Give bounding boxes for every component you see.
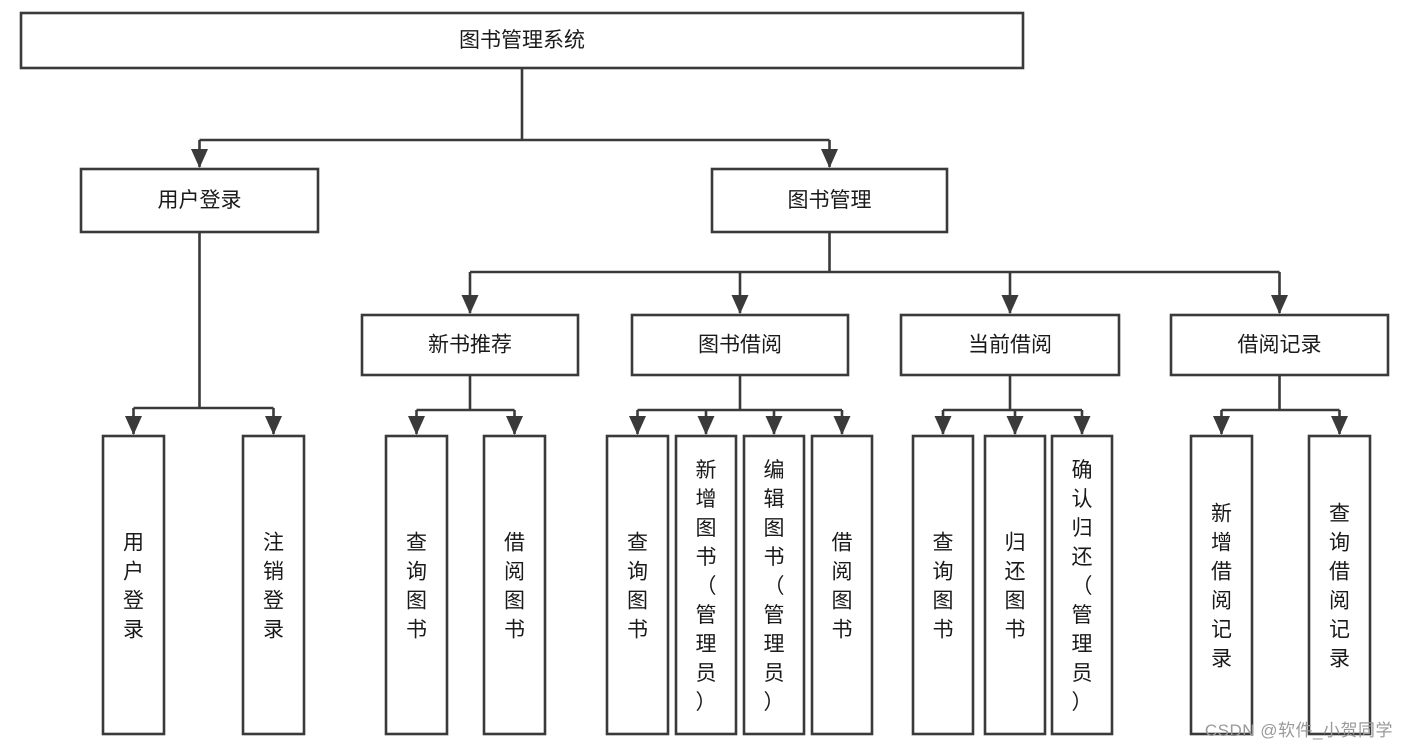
node-label-leaf-borrow-edit: 编辑图书（管理员） <box>764 459 785 714</box>
arrow-to-current-borrow <box>1001 295 1019 314</box>
arrow-to-borrow-record <box>1271 295 1288 314</box>
arrow-to-leaf-rec-query2 <box>1331 416 1348 435</box>
node-new-book-rec[interactable]: 新书推荐 <box>360 313 580 377</box>
arrow-to-leaf-cur-query <box>934 416 952 435</box>
node-leaf-borrow-edit[interactable]: 编辑图书（管理员） <box>742 434 806 736</box>
node-box-leaf-borrow-add <box>674 434 738 736</box>
node-leaf-cur-return[interactable]: 归还图书 <box>983 434 1047 736</box>
node-label-leaf-borrow-lend: 借阅图书 <box>832 532 853 642</box>
node-label-leaf-user-logout: 注销登录 <box>263 532 284 642</box>
node-box-leaf-borrow-query <box>605 434 670 736</box>
node-label-book-manage: 图书管理 <box>788 189 872 212</box>
node-label-leaf-rec-query2: 查询借阅记录 <box>1329 503 1350 671</box>
node-leaf-cur-confirm[interactable]: 确认归还（管理员） <box>1050 434 1114 736</box>
arrow-to-leaf-borrow-lend <box>833 416 851 435</box>
node-box-leaf-borrow-lend <box>810 434 874 736</box>
node-layer: 图书管理系统用户登录图书管理新书推荐图书借阅当前借阅借阅记录用户登录注销登录查询… <box>19 11 1390 736</box>
node-box-leaf-cur-return <box>983 434 1047 736</box>
arrow-to-new-book-rec <box>461 295 479 314</box>
arrow-to-leaf-rec-query <box>408 416 425 435</box>
node-box-user-login <box>79 167 320 234</box>
node-label-leaf-cur-confirm: 确认归还（管理员） <box>1072 459 1093 714</box>
node-box-borrow-record <box>1169 313 1390 377</box>
arrow-to-book-manage <box>821 149 838 168</box>
node-leaf-rec-add[interactable]: 新增借阅记录 <box>1189 434 1254 736</box>
watermark-label: CSDN @软件_小贺同学 <box>1204 721 1393 740</box>
arrow-to-leaf-cur-confirm <box>1073 416 1091 435</box>
connector-layer <box>125 68 1348 435</box>
node-box-book-manage <box>710 167 949 234</box>
node-label-user-login: 用户登录 <box>158 189 242 212</box>
node-leaf-user-login[interactable]: 用户登录 <box>101 434 166 736</box>
arrow-to-user-login <box>191 149 208 168</box>
node-label-leaf-borrow-query: 查询图书 <box>627 532 648 642</box>
node-leaf-borrow-query[interactable]: 查询图书 <box>605 434 670 736</box>
node-box-leaf-cur-confirm <box>1050 434 1114 736</box>
arrow-to-leaf-rec-add <box>1213 416 1230 435</box>
node-label-borrow-record: 借阅记录 <box>1238 334 1322 357</box>
node-label-leaf-user-login: 用户登录 <box>123 532 144 642</box>
node-label-leaf-borrow-add: 新增图书（管理员） <box>696 459 717 714</box>
node-label-leaf-cur-query: 查询图书 <box>933 532 954 642</box>
arrow-to-leaf-borrow-add <box>697 416 715 435</box>
arrow-to-leaf-user-login <box>125 416 142 435</box>
node-box-leaf-rec-borrow <box>482 434 547 736</box>
node-leaf-borrow-add[interactable]: 新增图书（管理员） <box>674 434 738 736</box>
arrow-to-book-borrow <box>731 295 749 314</box>
arrow-to-leaf-borrow-query <box>629 416 646 435</box>
node-box-leaf-user-login <box>101 434 166 736</box>
node-label-current-borrow: 当前借阅 <box>968 334 1052 357</box>
node-book-borrow[interactable]: 图书借阅 <box>630 313 850 377</box>
arrow-to-leaf-borrow-edit <box>765 416 783 435</box>
node-label-book-borrow: 图书借阅 <box>698 334 782 357</box>
node-leaf-rec-query2[interactable]: 查询借阅记录 <box>1307 434 1372 736</box>
node-box-root <box>19 11 1025 70</box>
node-leaf-borrow-lend[interactable]: 借阅图书 <box>810 434 874 736</box>
node-label-leaf-rec-borrow: 借阅图书 <box>504 532 525 642</box>
node-box-leaf-borrow-edit <box>742 434 806 736</box>
arrow-to-leaf-user-logout <box>265 416 282 435</box>
node-box-leaf-rec-query <box>384 434 449 736</box>
node-box-leaf-cur-query <box>911 434 975 736</box>
node-user-login[interactable]: 用户登录 <box>79 167 320 234</box>
node-leaf-cur-query[interactable]: 查询图书 <box>911 434 975 736</box>
node-borrow-record[interactable]: 借阅记录 <box>1169 313 1390 377</box>
node-leaf-rec-query[interactable]: 查询图书 <box>384 434 449 736</box>
node-book-manage[interactable]: 图书管理 <box>710 167 949 234</box>
node-leaf-user-logout[interactable]: 注销登录 <box>241 434 306 736</box>
node-box-leaf-rec-add <box>1189 434 1254 736</box>
node-box-new-book-rec <box>360 313 580 377</box>
node-box-book-borrow <box>630 313 850 377</box>
arrow-to-leaf-cur-return <box>1006 416 1024 435</box>
node-box-leaf-rec-query2 <box>1307 434 1372 736</box>
node-leaf-rec-borrow[interactable]: 借阅图书 <box>482 434 547 736</box>
arrow-to-leaf-rec-borrow <box>506 416 523 435</box>
node-label-leaf-rec-add: 新增借阅记录 <box>1211 503 1232 671</box>
node-current-borrow[interactable]: 当前借阅 <box>899 313 1121 377</box>
node-label-root: 图书管理系统 <box>459 29 585 52</box>
node-label-leaf-rec-query: 查询图书 <box>406 532 427 642</box>
node-box-current-borrow <box>899 313 1121 377</box>
node-box-leaf-user-logout <box>241 434 306 736</box>
node-root[interactable]: 图书管理系统 <box>19 11 1025 70</box>
node-label-new-book-rec: 新书推荐 <box>428 334 512 357</box>
node-label-leaf-cur-return: 归还图书 <box>1005 532 1026 642</box>
